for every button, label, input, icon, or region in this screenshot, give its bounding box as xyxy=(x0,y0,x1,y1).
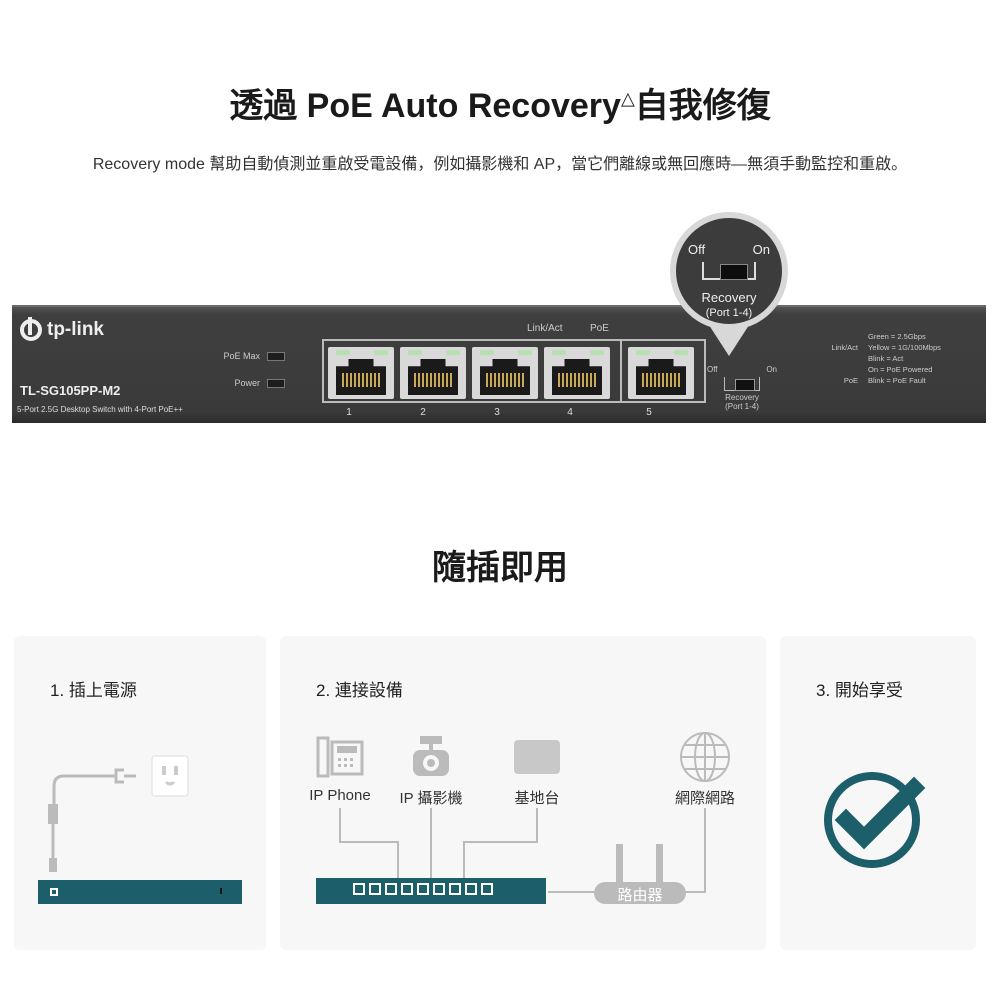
step2-title: 2. 連接設備 xyxy=(316,681,403,700)
label-router: 路由器 xyxy=(617,887,663,904)
port-divider xyxy=(620,339,622,403)
label-link-act: Link/Act xyxy=(527,323,563,334)
step-panel-3: 3. 開始享受 xyxy=(780,636,976,950)
port-number-2: 2 xyxy=(420,407,426,418)
wall-outlet-icon xyxy=(151,755,189,797)
recovery-callout: Off On Recovery (Port 1-4) xyxy=(670,212,788,330)
led-power xyxy=(267,379,285,388)
label-ip-camera: IP 攝影機 xyxy=(399,790,463,807)
switch-off-label: Off xyxy=(707,365,718,374)
legend-green: Green = 2.5Gbps xyxy=(868,332,926,341)
port-group xyxy=(322,339,706,403)
ethernet-port-4[interactable] xyxy=(544,347,610,399)
callout-off: Off xyxy=(688,242,706,257)
led-label-power: Power xyxy=(234,378,260,388)
led-label-poe-max: PoE Max xyxy=(223,351,260,361)
step-panel-2: 2. 連接設備 xyxy=(280,636,766,950)
brand-text: tp-link xyxy=(47,319,104,340)
callout-ports: (Port 1-4) xyxy=(705,307,753,319)
port-number-4: 4 xyxy=(567,407,573,418)
ethernet-port-2[interactable] xyxy=(400,347,466,399)
ip-phone-icon xyxy=(316,736,364,778)
title-tail: 自我修復 xyxy=(634,87,771,125)
led-poe-max xyxy=(267,352,285,361)
tplink-logo-icon xyxy=(20,317,42,341)
port-number-3: 3 xyxy=(494,407,500,418)
switch-on-label: On xyxy=(766,365,777,374)
switch-ports-label: (Port 1-4) xyxy=(725,402,759,411)
label-ip-phone: IP Phone xyxy=(309,787,371,804)
globe-icon xyxy=(680,732,730,782)
step-panel-1: 1. 插上電源 xyxy=(14,636,266,950)
legend-blink: Blink = Act xyxy=(868,354,904,363)
recovery-switch[interactable]: Off On Recovery (Port 1-4) xyxy=(707,365,777,411)
legend-poe-blink: Blink = PoE Fault xyxy=(868,376,926,385)
switch-icon xyxy=(316,878,546,904)
label-internet: 網際網路 xyxy=(674,790,735,807)
model-description: 5-Port 2.5G Desktop Switch with 4-Port P… xyxy=(17,405,183,414)
switch-recovery-label: Recovery xyxy=(725,393,759,402)
connect-devices-illustration xyxy=(316,732,730,904)
page-subtitle: Recovery mode 幫助自動偵測並重啟受電設備，例如攝影機和 AP，當它… xyxy=(92,156,908,173)
label-base-station: 基地台 xyxy=(514,790,560,807)
callout-recovery: Recovery xyxy=(701,290,757,305)
legend-yellow: Yellow = 1G/100Mbps xyxy=(868,343,941,352)
switch-toggle[interactable] xyxy=(724,377,760,391)
step3-title: 3. 開始享受 xyxy=(816,681,903,700)
plug-and-play-title: 隨插即用 xyxy=(432,549,568,587)
title-mark: △ xyxy=(620,88,635,109)
led-legend: Green = 2.5Gbps Link/Act Yellow = 1G/100M… xyxy=(822,331,982,386)
title-main: 透過 PoE Auto Recovery xyxy=(229,87,621,125)
callout-on: On xyxy=(752,242,770,257)
step1-title: 1. 插上電源 xyxy=(50,681,137,700)
ip-camera-icon xyxy=(413,736,449,776)
legend-poe-key: PoE xyxy=(843,376,858,385)
legend-poe-on: On = PoE Powered xyxy=(868,365,933,374)
legend-link-key: Link/Act xyxy=(831,343,858,352)
port-number-1: 1 xyxy=(346,407,352,418)
checkmark-icon xyxy=(824,772,926,868)
brand-logo: tp-link xyxy=(20,317,104,341)
router-icon xyxy=(594,844,686,904)
label-poe: PoE xyxy=(590,323,609,334)
ethernet-port-5[interactable] xyxy=(628,347,694,399)
access-point-icon xyxy=(514,740,560,774)
switch-icon xyxy=(38,880,242,904)
power-plug-illustration xyxy=(38,755,242,904)
port-number-5: 5 xyxy=(646,407,652,418)
switch-device: tp-link TL-SG105PP-M2 5-Port 2.5G Deskto… xyxy=(12,305,986,423)
page-title: 透過 PoE Auto Recovery△自我修復 xyxy=(0,78,1000,127)
callout-switch xyxy=(702,262,756,280)
ethernet-port-1[interactable] xyxy=(328,347,394,399)
plug-icon xyxy=(52,768,136,806)
ethernet-port-3[interactable] xyxy=(472,347,538,399)
model-name: TL-SG105PP-M2 xyxy=(20,383,121,398)
